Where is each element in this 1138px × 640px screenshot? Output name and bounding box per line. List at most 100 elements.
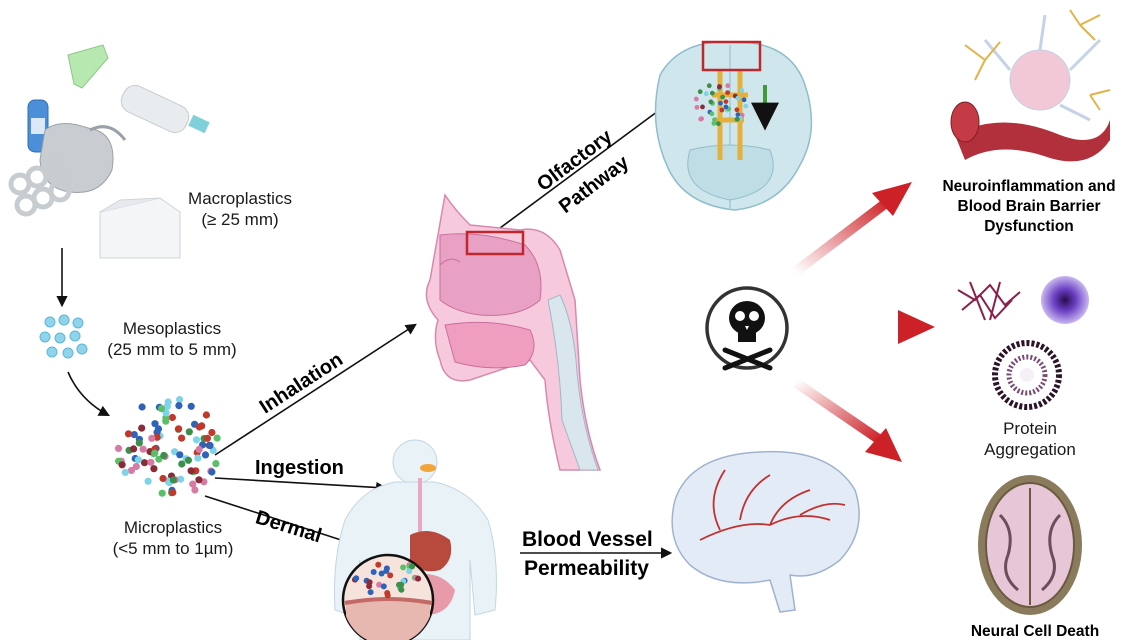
particle-dot — [187, 402, 195, 410]
brain-ventral-illustration — [654, 41, 813, 211]
particle-dot — [367, 589, 374, 596]
particle-dot — [743, 103, 749, 109]
particle-dot — [208, 428, 216, 437]
particle-dot — [709, 111, 715, 117]
mesoplastics-label: Mesoplastics (25 mm to 5 mm) — [92, 318, 252, 360]
particle-dot — [723, 104, 729, 110]
particle-dot — [187, 467, 195, 475]
particle-dot — [138, 403, 146, 411]
particle-dot — [720, 94, 725, 100]
particle-dot — [157, 405, 166, 413]
particle-dot — [189, 480, 197, 488]
microplastics-title: Microplastics — [123, 518, 223, 537]
particle-dot — [406, 568, 413, 575]
neuro-line-1: Neuroinflammation and — [942, 178, 1116, 195]
particle-dot — [735, 95, 741, 101]
particle-dot — [162, 409, 170, 417]
particle-dot — [202, 411, 210, 419]
microplastics-size: (<5 mm to 1µm) — [112, 539, 234, 558]
particle-dot — [130, 445, 138, 453]
particle-dot — [151, 420, 159, 428]
particle-dot — [164, 398, 172, 406]
particle-dot — [708, 99, 714, 105]
particle-dot — [212, 460, 220, 468]
particle-dot — [703, 91, 709, 97]
particle-dot — [140, 459, 149, 467]
macroplastics-title: Macroplastics — [188, 189, 292, 208]
particle-dot — [378, 570, 385, 577]
particle-dot — [375, 561, 382, 568]
particle-dot — [148, 434, 156, 442]
particle-dot — [697, 89, 703, 95]
particle-dot — [144, 477, 152, 485]
particle-dot — [706, 83, 712, 89]
particle-dot — [114, 444, 123, 452]
particle-dot — [185, 428, 193, 436]
nasal-highlight-box — [465, 230, 525, 256]
particle-dot — [203, 434, 211, 442]
particle-dot — [191, 486, 199, 494]
particle-dot — [700, 104, 705, 110]
particle-dot — [206, 441, 214, 450]
particle-dot — [213, 434, 221, 442]
particle-dot — [176, 451, 184, 459]
particle-dot — [192, 436, 201, 444]
particle-dot — [177, 475, 185, 483]
particle-dot — [725, 83, 731, 89]
particle-dot — [716, 121, 721, 127]
red-arrows — [791, 182, 935, 462]
particle-dot — [175, 425, 183, 433]
particle-dot — [127, 466, 135, 475]
particle-dot — [201, 451, 210, 459]
particle-dot — [134, 456, 142, 464]
particle-dot — [415, 575, 422, 582]
particle-dot — [138, 424, 146, 432]
macroplastics-label: Macroplastics (≥ 25 mm) — [175, 188, 305, 230]
particle-dot — [734, 116, 740, 122]
particle-dot — [380, 583, 387, 590]
particle-dot — [366, 579, 373, 586]
particle-dot — [160, 451, 168, 460]
particle-dot — [723, 99, 729, 104]
particle-dot — [735, 112, 741, 118]
macroplastics-icon — [8, 44, 210, 259]
particle-dot — [694, 105, 700, 110]
particle-dot — [734, 107, 740, 113]
ingestion-label: Ingestion — [255, 457, 344, 479]
particle-dot — [709, 90, 715, 96]
particle-dot — [158, 489, 166, 497]
microplastics-icon — [114, 396, 221, 497]
particle-dot — [154, 425, 163, 433]
head-section-illustration — [425, 193, 602, 471]
particle-dot — [169, 476, 177, 484]
particle-dot — [178, 434, 186, 442]
particle-dot — [135, 439, 143, 447]
particle-dot — [739, 88, 745, 93]
blood-vessel-label-line2: Permeability — [524, 557, 649, 580]
neuroinflammation-label: Neuroinflammation and Blood Brain Barrie… — [926, 177, 1132, 237]
particle-dot — [698, 116, 704, 122]
mesoplastics-title: Mesoplastics — [122, 319, 222, 338]
particle-dot — [712, 117, 717, 123]
skull-crossbones-icon — [705, 286, 789, 371]
particle-dot — [693, 96, 699, 102]
particle-dot — [130, 431, 138, 439]
particle-dot — [194, 454, 202, 462]
protein-line-2: Aggregation — [984, 440, 1076, 459]
particle-dot — [168, 413, 176, 422]
skin-zoom-illustration — [341, 553, 435, 640]
neural-cell-death-label: Neural Cell Death — [970, 623, 1100, 640]
particle-dot — [718, 100, 723, 106]
particle-dot — [384, 592, 391, 599]
particle-dot — [159, 474, 167, 483]
particle-dot — [208, 468, 216, 476]
blood-vessel-label-line1: Blood Vessel — [522, 528, 653, 551]
neuron-bbb-illustration — [950, 9, 1111, 162]
neuro-line-2: Blood Brain Barrier — [957, 198, 1101, 215]
particle-dot — [118, 461, 126, 469]
particle-dot — [741, 97, 747, 103]
microplastics-label: Microplastics (<5 mm to 1µm) — [98, 517, 248, 559]
olfactory-highlight-box — [701, 40, 762, 72]
